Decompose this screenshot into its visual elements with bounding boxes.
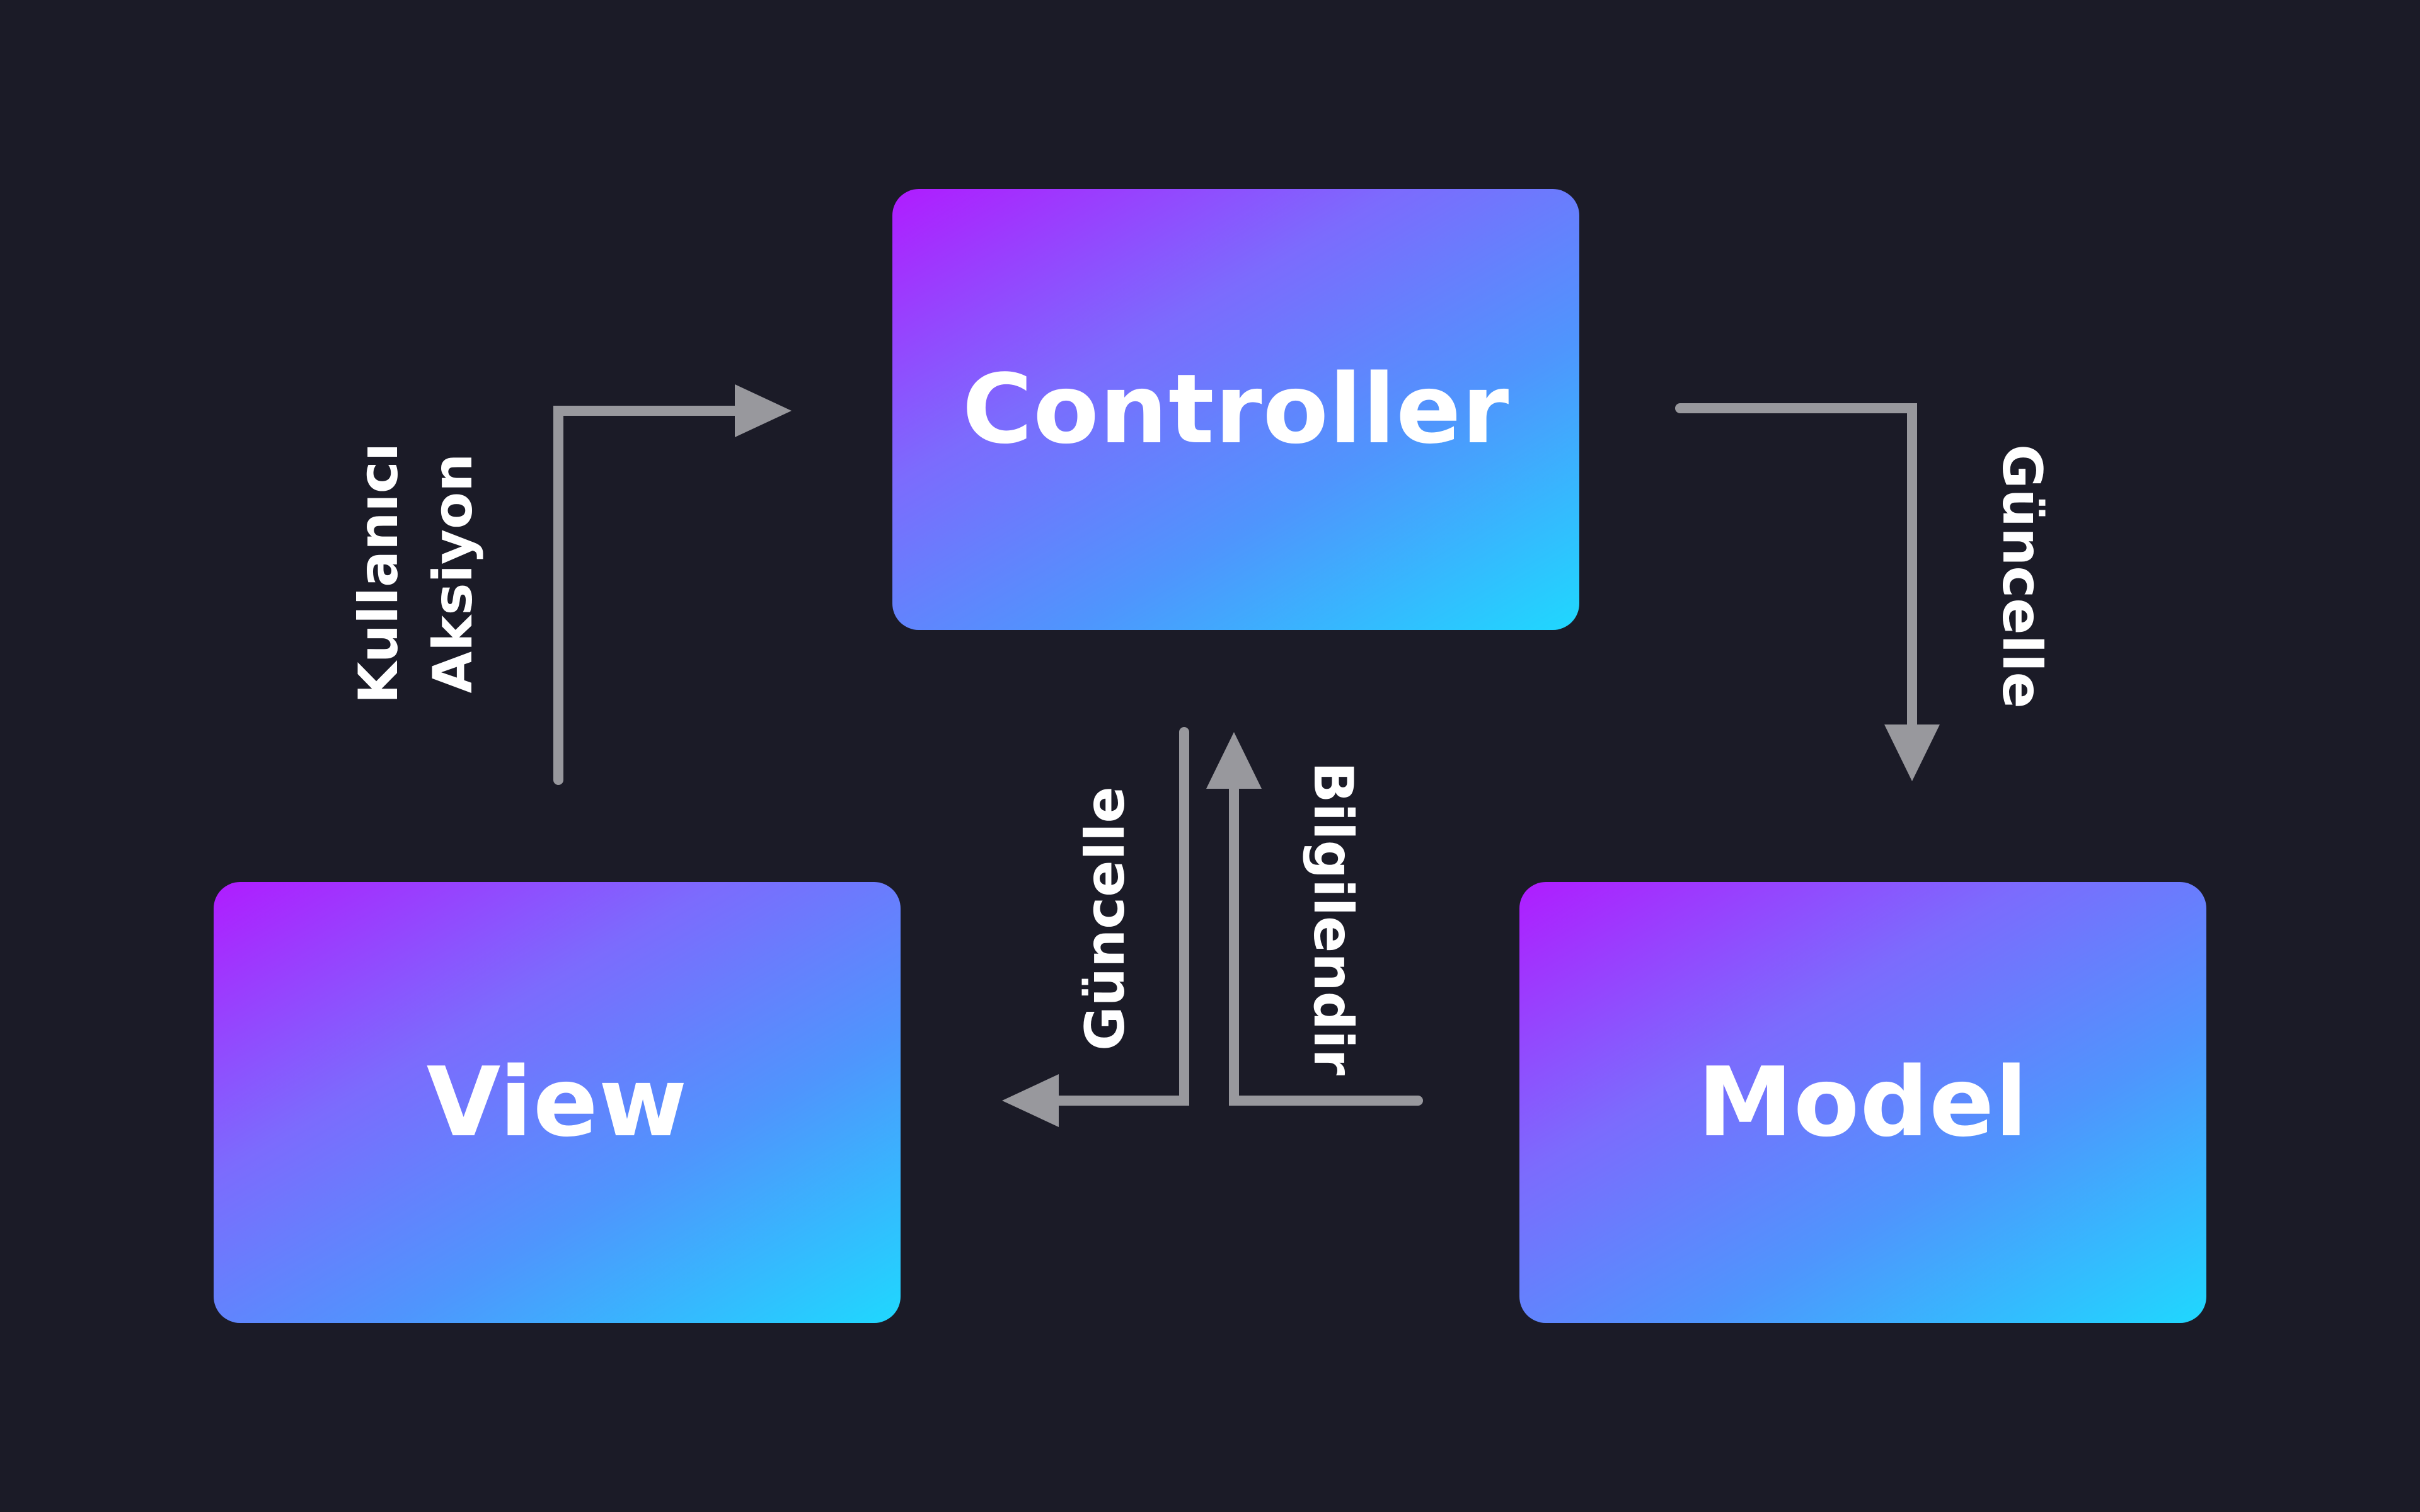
arrowhead-left — [1002, 1074, 1059, 1127]
edge-label-user-action: Kullanıcı Aksiyon — [342, 443, 490, 704]
edge-label-user-action-line1: Kullanıcı — [347, 442, 410, 704]
arrowhead-down — [1884, 724, 1940, 781]
edge-label-notify-text: Bilgilendir — [1301, 761, 1364, 1076]
arrow-controller-to-view — [1045, 727, 1189, 1106]
view-node: View — [214, 882, 901, 1323]
arrow-controller-to-model — [1675, 403, 1917, 736]
model-node: Model — [1519, 882, 2206, 1323]
edge-label-update-model-text: Güncelle — [1990, 444, 2053, 709]
arrow-model-to-controller — [1229, 779, 1423, 1106]
edge-label-user-action-line2: Aksiyon — [422, 453, 485, 694]
view-label: View — [426, 1046, 688, 1158]
edge-label-notify: Bilgilendir — [1296, 762, 1370, 1075]
arrowhead-right — [735, 384, 792, 437]
controller-node: Controller — [892, 189, 1579, 630]
edge-label-update-model: Güncelle — [1985, 444, 2059, 709]
arrow-view-to-controller — [553, 406, 749, 785]
edge-label-update-view-text: Güncelle — [1074, 786, 1137, 1051]
edge-label-update-view: Güncelle — [1068, 786, 1143, 1051]
arrowhead-up — [1206, 732, 1262, 789]
controller-label: Controller — [962, 353, 1510, 465]
model-label: Model — [1697, 1046, 2029, 1158]
